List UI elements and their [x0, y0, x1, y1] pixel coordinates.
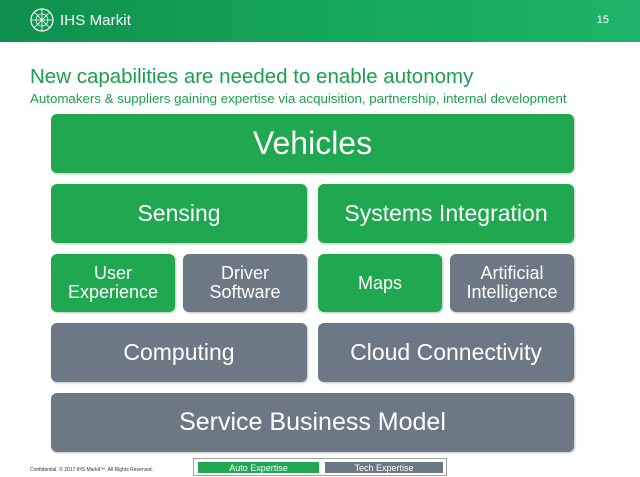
ihs-globe-icon	[30, 8, 54, 32]
slide-header: IHS Markit 15	[0, 0, 640, 42]
brand-name: IHS Markit	[60, 11, 132, 29]
block-computing: Computing	[51, 323, 307, 382]
block-systems-integration: Systems Integration	[318, 184, 574, 243]
slide-title: New capabilities are needed to enable au…	[30, 65, 474, 88]
block-artificial-intelligence: Artificial Intelligence	[450, 254, 574, 312]
block-driver-software: Driver Software	[183, 254, 307, 312]
block-service-business-model: Service Business Model	[51, 393, 574, 452]
block-user-experience: User Experience	[51, 254, 175, 312]
legend-tech-expertise: Tech Expertise	[325, 462, 443, 473]
confidential-notice: Confidential. © 2017 IHS Markit™. All Ri…	[30, 467, 153, 473]
page-number: 15	[596, 14, 609, 26]
legend-auto-expertise: Auto Expertise	[198, 462, 319, 473]
block-maps: Maps	[318, 254, 442, 312]
block-cloud-connectivity: Cloud Connectivity	[318, 323, 574, 382]
brand-logo: IHS Markit	[30, 7, 131, 33]
block-vehicles: Vehicles	[51, 114, 574, 173]
slide-subtitle: Automakers & suppliers gaining expertise…	[30, 91, 567, 106]
block-sensing: Sensing	[51, 184, 307, 243]
legend: Auto Expertise Tech Expertise	[193, 458, 447, 476]
